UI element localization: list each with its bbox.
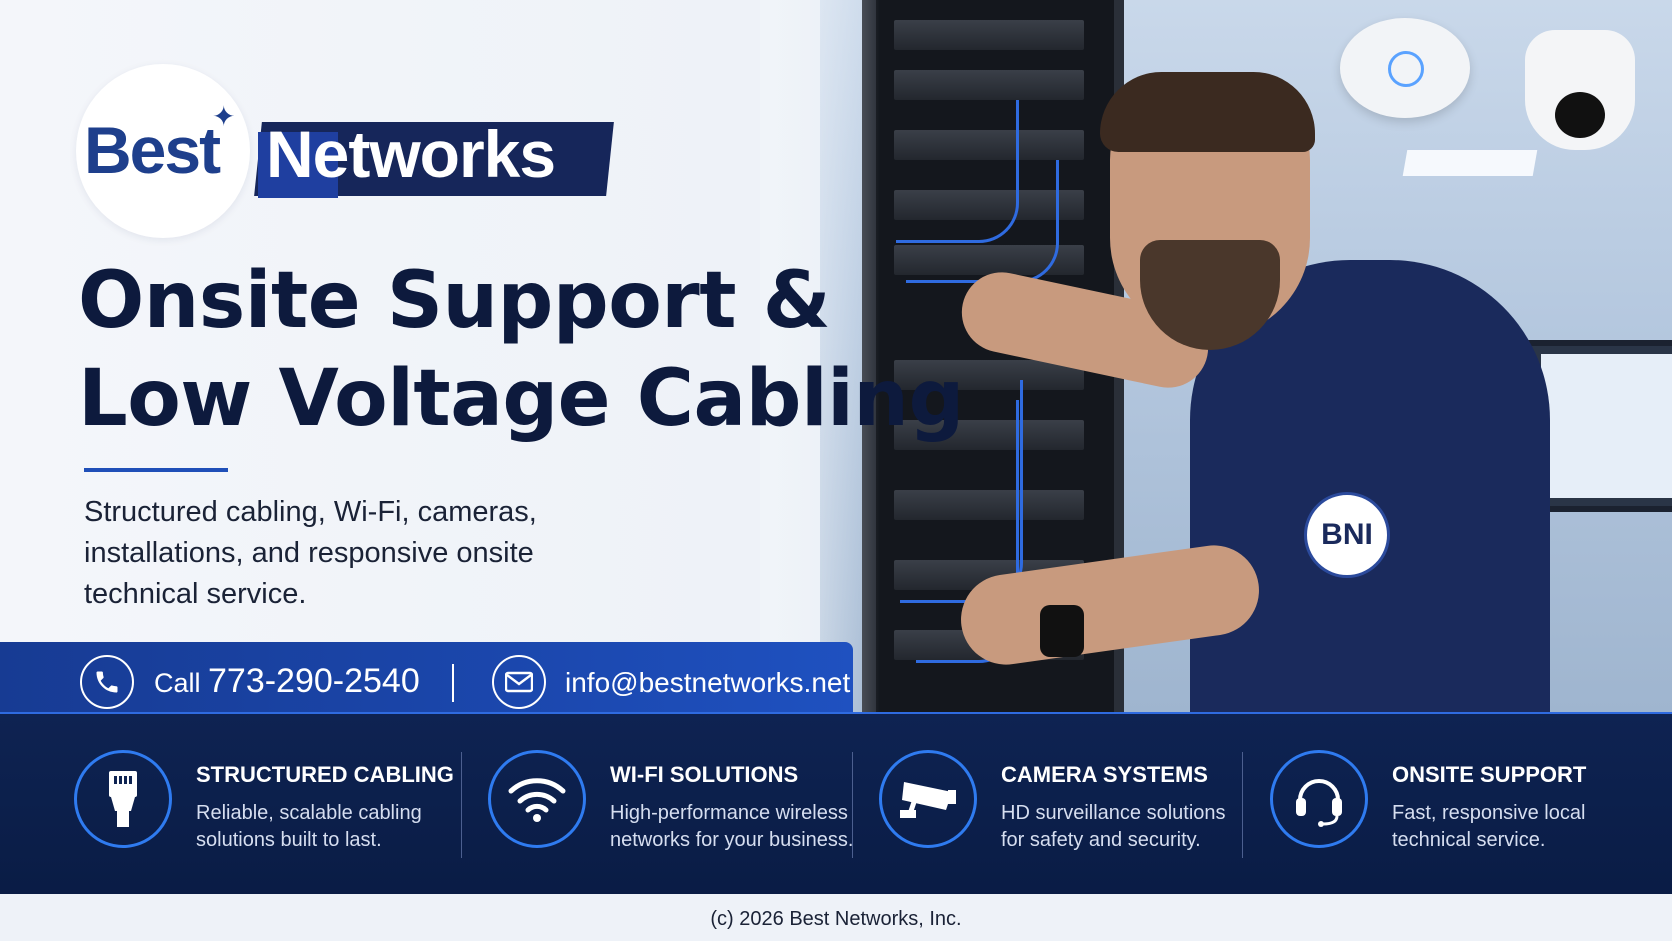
- phone-number-link[interactable]: 773-290-2540: [208, 662, 420, 700]
- contact-divider: [452, 664, 454, 702]
- hero-banner: BNI Best ✦ Networks Onsite Support & Low…: [0, 0, 1672, 712]
- service-description: networks for your business.: [610, 829, 854, 851]
- security-camera-icon: [879, 750, 977, 848]
- headset-icon: [1270, 750, 1368, 848]
- services-band: STRUCTURED CABLING Reliable, scalable ca…: [0, 712, 1672, 896]
- logo-circle: [76, 64, 250, 238]
- service-divider: [1242, 752, 1243, 858]
- subline: Structured cabling, Wi-Fi, cameras,: [84, 496, 537, 528]
- logo-networks-text: Networks: [266, 117, 556, 191]
- service-description: Reliable, scalable cabling: [196, 802, 422, 824]
- headline-line-2: Low Voltage Cabling: [78, 354, 964, 444]
- footer: (c) 2026 Best Networks, Inc.: [0, 894, 1672, 941]
- contact-bar: Call 773-290-2540 info@bestnetworks.net: [0, 642, 853, 724]
- subline: installations, and responsive onsite: [84, 537, 534, 569]
- service-camera: CAMERA SYSTEMS HD surveillance solutions…: [805, 714, 1226, 896]
- logo-star-icon: ✦: [212, 101, 236, 132]
- wireless-access-point-icon: [1340, 18, 1470, 118]
- dome-camera-icon: [1525, 30, 1635, 150]
- service-structured-cabling: STRUCTURED CABLING Reliable, scalable ca…: [0, 714, 454, 896]
- ceiling-light: [1402, 150, 1538, 176]
- technician-beard: [1140, 240, 1280, 350]
- service-description: for safety and security.: [1001, 829, 1201, 851]
- watch-icon: [1040, 605, 1084, 657]
- service-onsite-support: ONSITE SUPPORT Fast, responsive local te…: [1196, 714, 1586, 896]
- service-wifi: WI-FI SOLUTIONS High-performance wireles…: [414, 714, 853, 896]
- service-description: solutions built to last.: [196, 829, 382, 851]
- service-description: Fast, responsive local: [1392, 802, 1586, 824]
- email-link[interactable]: info@bestnetworks.net: [565, 667, 851, 698]
- headline-line-1: Onsite Support &: [78, 256, 831, 346]
- service-title: CAMERA SYSTEMS: [1001, 762, 1208, 787]
- service-title: WI-FI SOLUTIONS: [610, 762, 799, 787]
- mail-icon[interactable]: [492, 655, 546, 709]
- service-title: ONSITE SUPPORT: [1392, 762, 1587, 787]
- logo-brush-accent: [258, 132, 338, 198]
- service-description: technical service.: [1392, 829, 1546, 851]
- phone-icon[interactable]: [80, 655, 134, 709]
- service-title: STRUCTURED CABLING: [196, 762, 454, 787]
- service-description: HD surveillance solutions: [1001, 802, 1226, 824]
- ethernet-plug-icon: [74, 750, 172, 848]
- service-description: High-performance wireless: [610, 802, 848, 824]
- service-divider: [852, 752, 853, 858]
- technician-hair: [1100, 72, 1315, 152]
- copyright-text: (c) 2026 Best Networks, Inc.: [710, 908, 962, 930]
- photo-fade: [760, 0, 880, 712]
- logo-best-text: Best: [84, 113, 221, 187]
- call-label: Call: [154, 668, 201, 698]
- wifi-icon: [488, 750, 586, 848]
- service-divider: [461, 752, 462, 858]
- accent-rule: [84, 468, 228, 472]
- sleeve-logo-badge: BNI: [1304, 492, 1390, 578]
- subline: technical service.: [84, 578, 307, 610]
